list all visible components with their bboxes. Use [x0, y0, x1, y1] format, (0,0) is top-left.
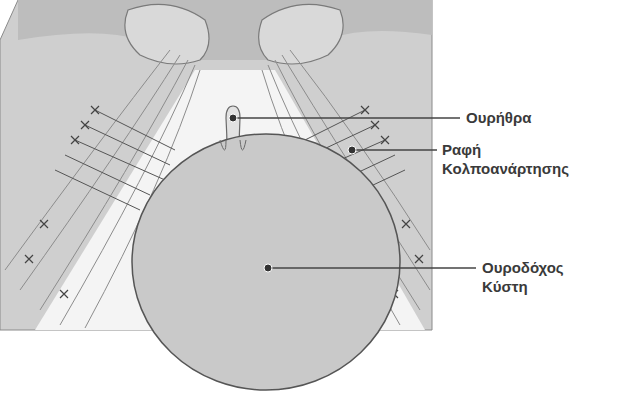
- pubic-bone: [259, 4, 344, 64]
- pubic-bone: [125, 4, 209, 64]
- bladder-neck: [220, 140, 246, 150]
- part-label: Ραφή Κολποανάρτησης: [440, 140, 594, 178]
- bladder: [132, 134, 400, 390]
- leader-dot: [229, 114, 356, 272]
- part-label: Ουρήθρα: [464, 108, 533, 127]
- pubic-band: [18, 0, 432, 60]
- part-label: Ουροδόχος Κύστη: [480, 258, 594, 296]
